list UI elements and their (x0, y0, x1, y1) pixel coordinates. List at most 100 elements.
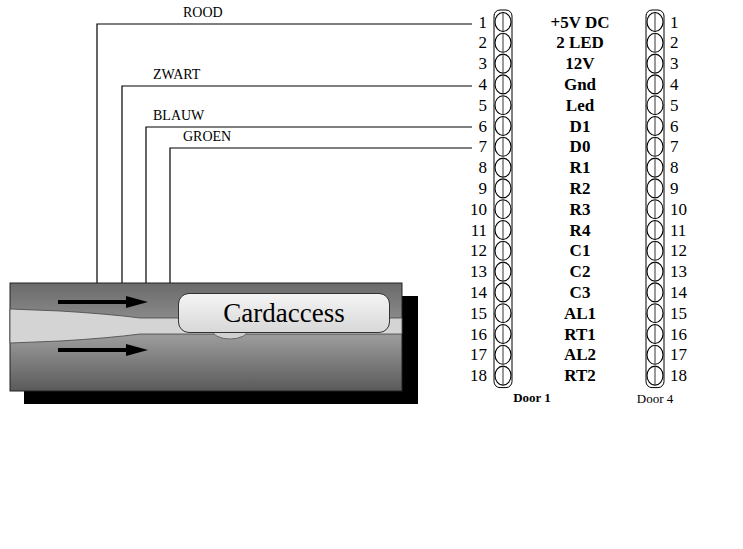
pin-number: 12 (470, 242, 487, 259)
signal-name: C3 (570, 284, 591, 301)
pin-number: 14 (670, 284, 687, 301)
signal-name: 12V (565, 55, 594, 72)
terminal-strips (494, 10, 664, 388)
terminal-screw (495, 283, 511, 302)
pin-number: 2 (479, 34, 488, 51)
pin-number: 6 (479, 118, 488, 135)
terminal-screw (495, 158, 511, 177)
terminal-screw (647, 221, 663, 240)
terminal-screw (495, 179, 511, 198)
pin-number: 9 (670, 180, 679, 197)
signal-name: R3 (570, 201, 591, 218)
signal-name: R4 (570, 222, 591, 239)
signal-name: R1 (570, 159, 591, 176)
pin-number: 4 (670, 76, 679, 93)
pin-number: 16 (470, 326, 487, 343)
terminal-screw (647, 179, 663, 198)
terminal-screw (647, 325, 663, 344)
wires (97, 24, 472, 283)
terminal-screw (495, 325, 511, 344)
terminal-screw (495, 262, 511, 281)
signal-name: RT1 (564, 326, 596, 343)
pin-number: 11 (471, 222, 487, 239)
signal-name: AL2 (564, 346, 596, 363)
terminal-screw (495, 366, 511, 385)
pin-number: 13 (670, 263, 687, 280)
terminal-strip (646, 10, 664, 388)
pin-number: 7 (479, 138, 488, 155)
wire-colour-label: BLAUW (153, 109, 204, 123)
terminal-screw (647, 75, 663, 94)
strip-label: Door 4 (637, 392, 673, 405)
pin-number: 15 (670, 305, 687, 322)
pin-number: 16 (670, 326, 687, 343)
pin-number: 18 (470, 367, 487, 384)
pin-number: 9 (479, 180, 488, 197)
pin-number: 10 (470, 201, 487, 218)
signal-name: AL1 (564, 305, 596, 322)
terminal-screw (647, 54, 663, 73)
pin-number: 8 (670, 159, 679, 176)
pin-number: 4 (479, 76, 488, 93)
signal-name: 2 LED (556, 34, 604, 51)
pin-number: 10 (670, 201, 687, 218)
terminal-screw (647, 137, 663, 156)
terminal-screw (647, 241, 663, 260)
strip-label: Door 1 (513, 391, 551, 404)
pin-number: 13 (470, 263, 487, 280)
pin-number: 1 (479, 14, 488, 31)
pin-number: 3 (670, 55, 679, 72)
terminal-screw (495, 33, 511, 52)
terminal-screw (647, 283, 663, 302)
card-reader (10, 283, 418, 404)
wire-colour-label: ROOD (183, 6, 223, 20)
signal-name: Gnd (564, 76, 596, 93)
terminal-screw (647, 13, 663, 32)
terminal-screw (647, 304, 663, 323)
pin-number: 3 (479, 55, 488, 72)
pin-number: 5 (670, 97, 679, 114)
terminal-screw (647, 96, 663, 115)
pin-number: 2 (670, 34, 679, 51)
signal-name: Led (566, 97, 594, 114)
brand-text: Cardaccess (223, 300, 344, 327)
signal-name: RT2 (564, 367, 596, 384)
terminal-strip (494, 10, 512, 388)
pin-number: 17 (670, 346, 687, 363)
pin-number: 5 (479, 97, 488, 114)
pin-number: 6 (670, 118, 679, 135)
pin-number: 1 (670, 14, 679, 31)
terminal-screw (647, 345, 663, 364)
pin-number: 17 (470, 346, 487, 363)
terminal-screw (647, 262, 663, 281)
brand-plate: Cardaccess (178, 293, 390, 333)
terminal-screw (495, 200, 511, 219)
signal-name: C1 (570, 242, 591, 259)
terminal-screw (495, 96, 511, 115)
signal-name: C2 (570, 263, 591, 280)
pin-number: 7 (670, 138, 679, 155)
terminal-screw (647, 200, 663, 219)
terminal-screw (495, 117, 511, 136)
terminal-screw (647, 117, 663, 136)
terminal-screw (647, 33, 663, 52)
signal-name: D0 (570, 138, 591, 155)
pin-number: 15 (470, 305, 487, 322)
terminal-screw (495, 137, 511, 156)
pin-number: 11 (670, 222, 686, 239)
terminal-screw (495, 345, 511, 364)
terminal-screw (495, 13, 511, 32)
terminal-screw (495, 304, 511, 323)
pin-number: 14 (470, 284, 487, 301)
wire-colour-label: GROEN (183, 130, 231, 144)
signal-name: D1 (570, 118, 591, 135)
terminal-screw (495, 54, 511, 73)
terminal-screw (647, 158, 663, 177)
terminal-screw (647, 366, 663, 385)
terminal-screw (495, 75, 511, 94)
signal-name: +5V DC (551, 14, 610, 31)
pin-number: 18 (670, 367, 687, 384)
terminal-screw (495, 221, 511, 240)
pin-number: 12 (670, 242, 687, 259)
